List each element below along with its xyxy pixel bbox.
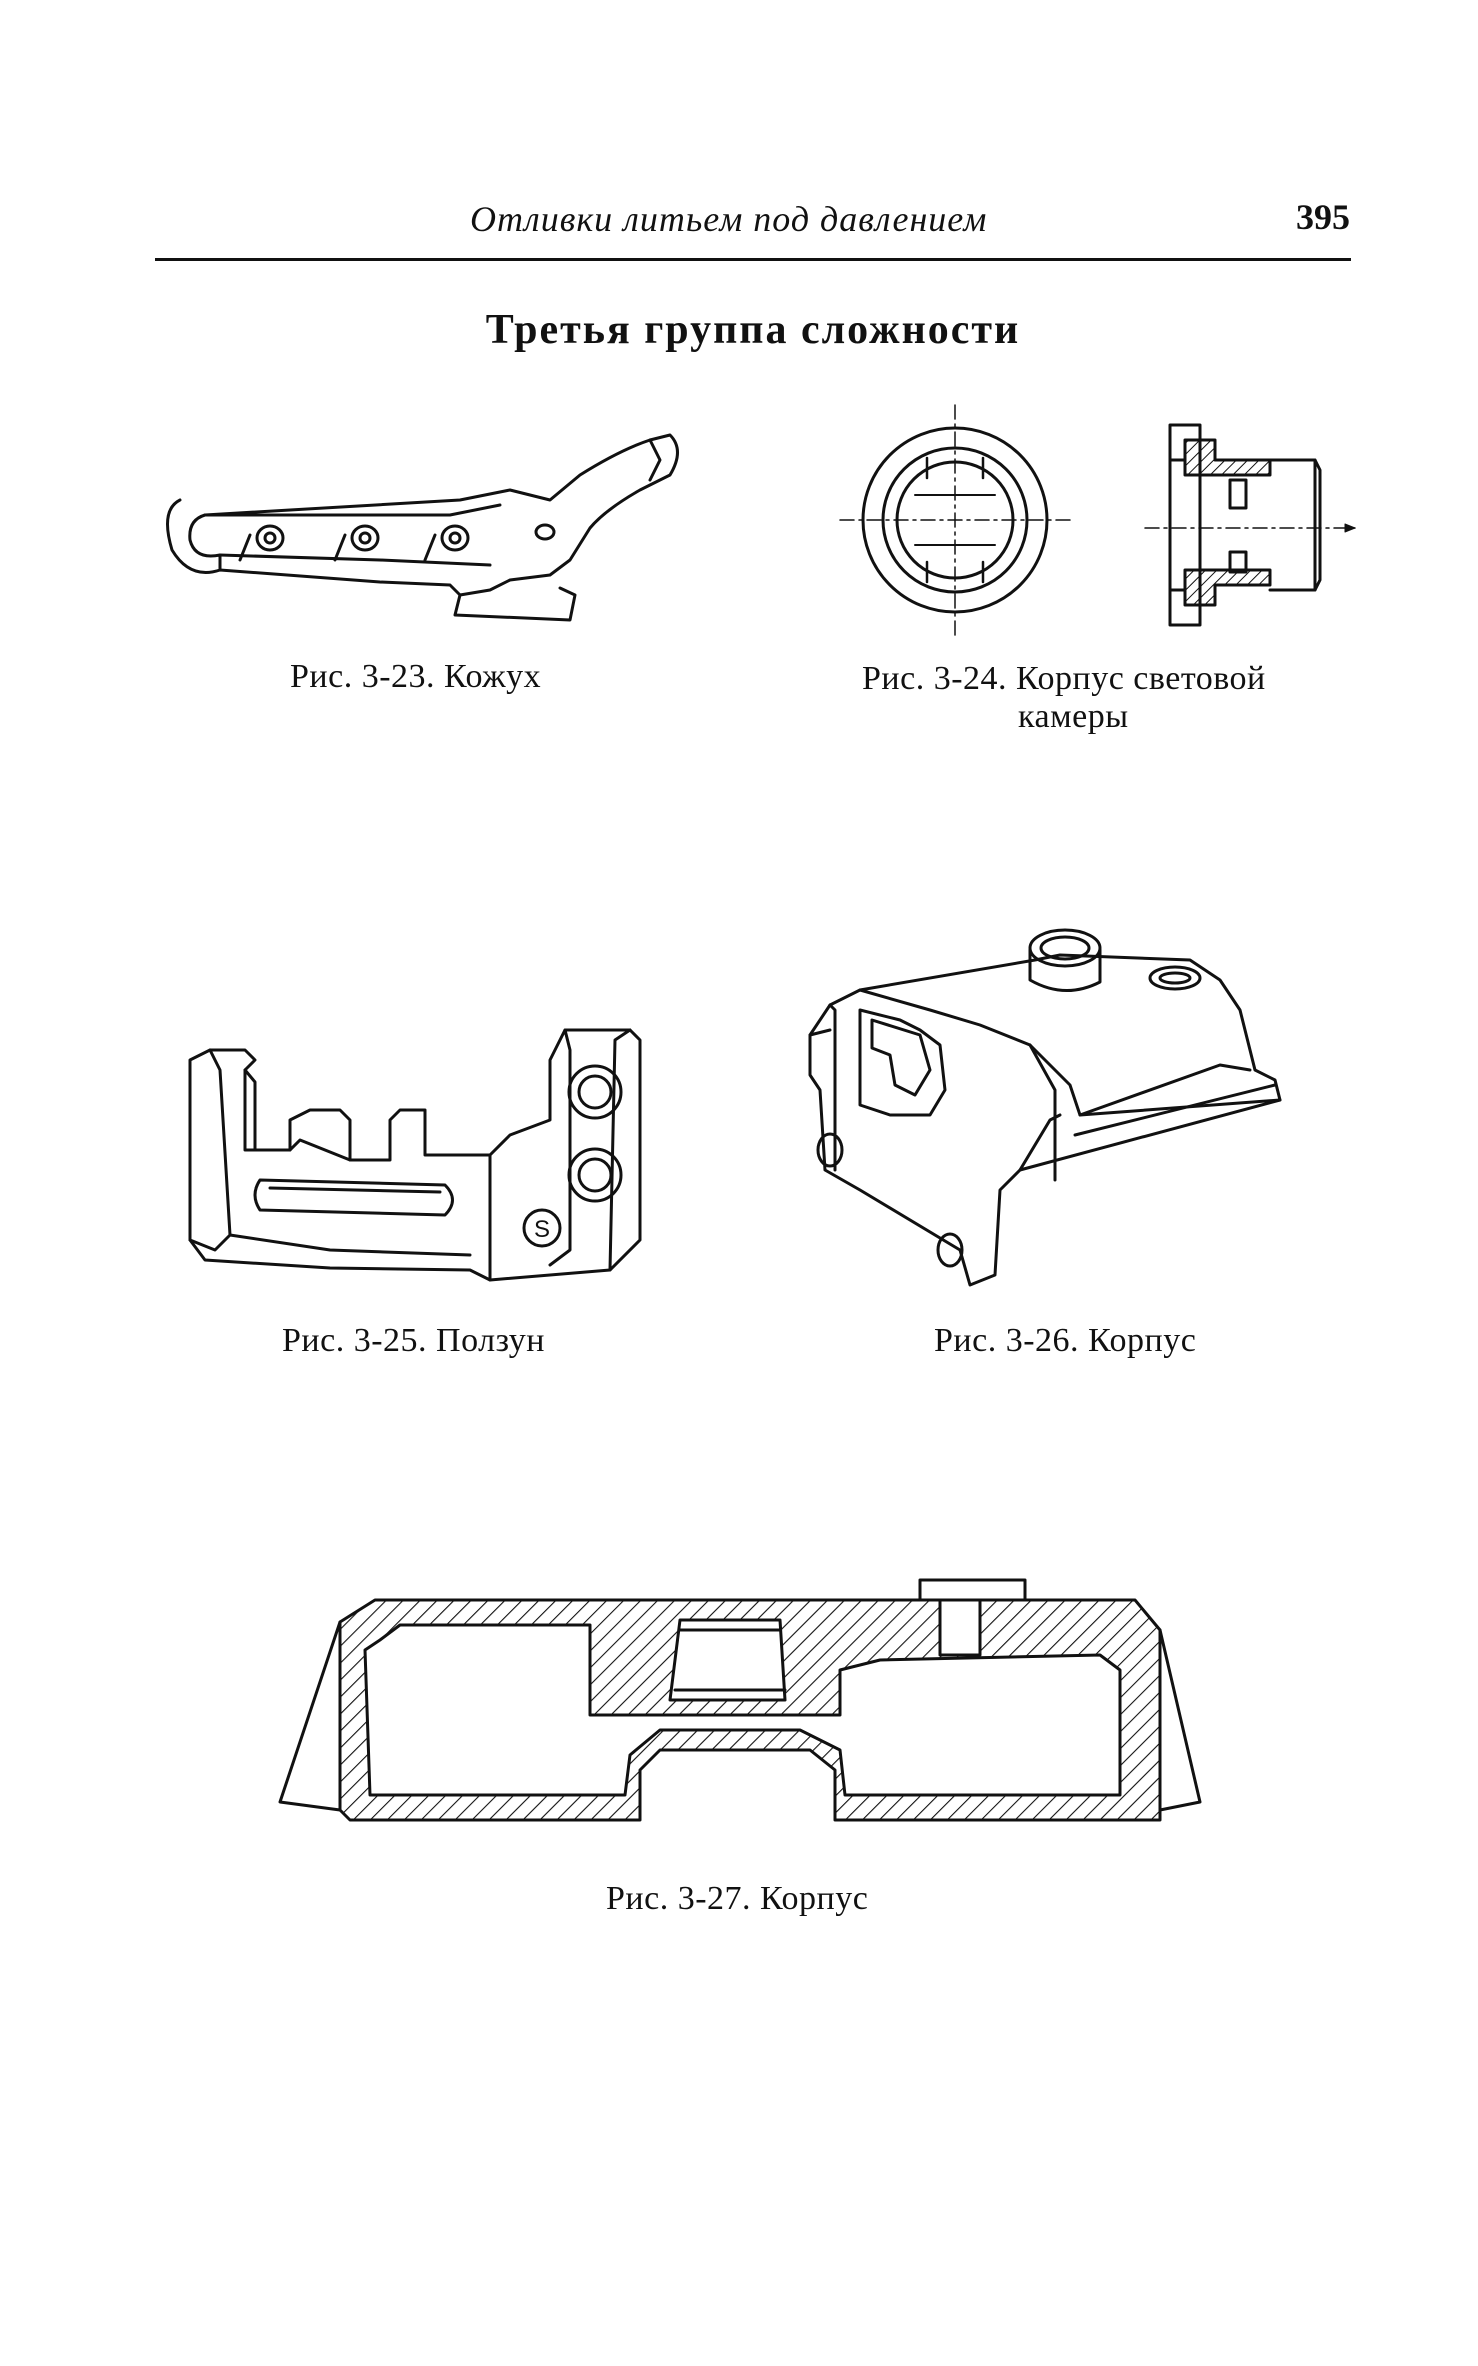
- figure-3-25-slider-drawing: S: [188, 1028, 642, 1282]
- figure-3-23-cover-drawing: [166, 433, 679, 622]
- figure-3-24-front-view: [839, 404, 1071, 636]
- figure-3-25-caption: Рис. 3-25. Ползун: [282, 1322, 546, 1359]
- figure-3-27-housing-section: [278, 1578, 1202, 1822]
- figure-3-23-caption: Рис. 3-23. Кожух: [290, 658, 542, 695]
- page-number: 395: [1296, 197, 1350, 237]
- figure-3-26-housing-drawing: [808, 928, 1282, 1287]
- header-rule: [155, 258, 1351, 261]
- figure-3-24-side-section: [1144, 423, 1356, 627]
- section-title: Третья группа сложности: [485, 307, 1021, 353]
- running-head-title: Отливки литьем под давлением: [470, 199, 988, 239]
- figure-3-26-caption: Рис. 3-26. Корпус: [934, 1322, 1197, 1359]
- figure-3-24-caption-line1: Рис. 3-24. Корпус световой: [862, 660, 1266, 697]
- slider-marking-label: S: [534, 1216, 550, 1243]
- figure-3-27-caption: Рис. 3-27. Корпус: [606, 1880, 869, 1917]
- figure-3-24-caption-line2: камеры: [1018, 698, 1129, 735]
